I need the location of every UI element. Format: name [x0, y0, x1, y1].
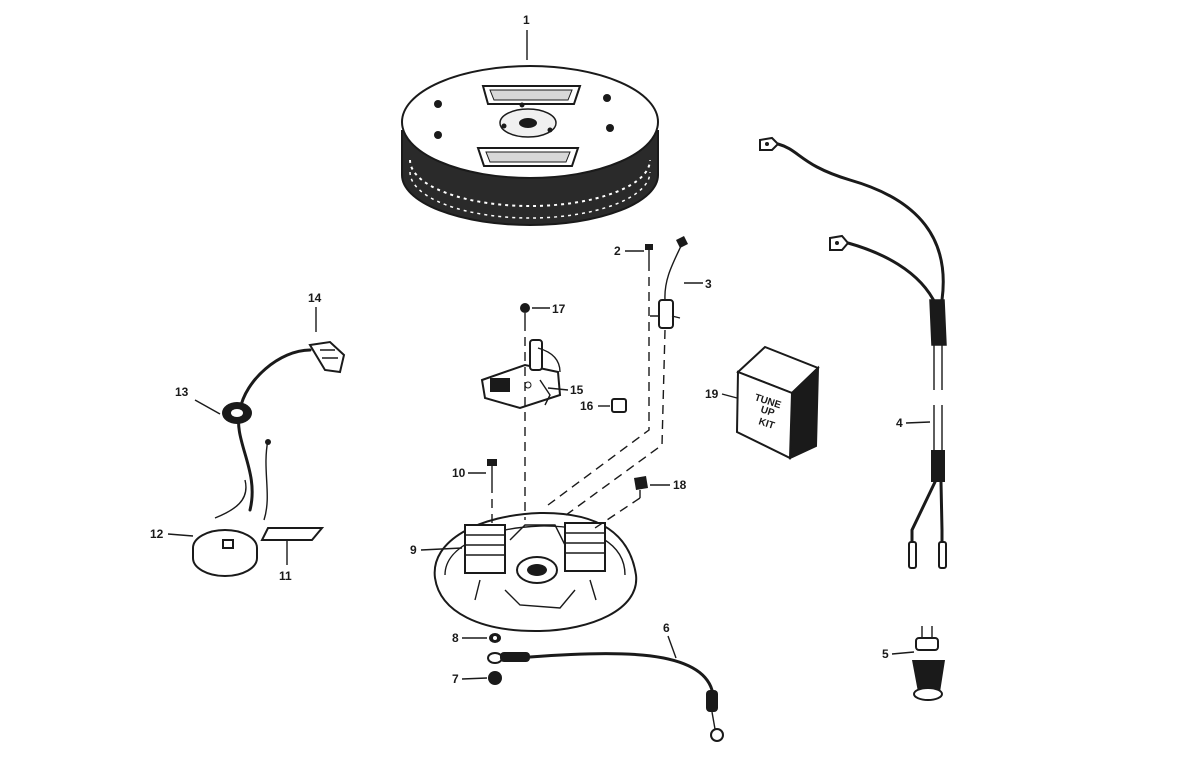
washer-8	[489, 633, 501, 643]
callout-8: 8	[452, 631, 459, 645]
high-tension-lead	[237, 348, 312, 521]
cam-16	[611, 398, 627, 413]
leader-lines	[167, 30, 931, 680]
condenser	[650, 236, 688, 329]
callout-12: 12	[150, 527, 164, 541]
kit-label-line2: UP	[759, 404, 776, 419]
ground-lead	[500, 652, 724, 742]
callout-15: 15	[570, 383, 584, 397]
callout-7: 7	[452, 672, 459, 686]
breaker-points	[480, 339, 562, 410]
switch-5	[912, 626, 945, 701]
callout-numbers: 1 2 3 17 15 16 19 4 5 6 7 8 9 10 18 11 1…	[150, 13, 903, 686]
callout-11: 11	[279, 569, 292, 583]
callout-1: 1	[523, 13, 530, 27]
callout-6: 6	[663, 621, 670, 635]
callout-10: 10	[452, 466, 466, 480]
assembly-lines	[491, 262, 666, 531]
ignition-coil	[192, 479, 258, 577]
callout-14: 14	[308, 291, 322, 305]
callout-16: 16	[580, 399, 594, 413]
felt-wick-18	[634, 476, 648, 498]
callout-18: 18	[673, 478, 687, 492]
callout-13: 13	[175, 385, 189, 399]
screw-10	[487, 459, 497, 484]
kit-label-line3: KIT	[757, 416, 776, 431]
callout-17: 17	[552, 302, 566, 316]
washer-7	[487, 652, 503, 685]
screw-2	[645, 244, 653, 262]
spark-plug-boot	[308, 340, 346, 374]
callout-5: 5	[882, 647, 889, 661]
callout-2: 2	[614, 244, 621, 258]
stator-plate	[433, 511, 638, 633]
tune-up-kit-box: TUNE UP KIT	[735, 345, 820, 460]
flywheel	[401, 65, 659, 226]
key-11	[260, 527, 325, 541]
callout-3: 3	[705, 277, 712, 291]
grommet-13	[222, 402, 252, 424]
wiring-harness	[759, 136, 947, 569]
callout-19: 19	[705, 387, 719, 401]
screw-17	[520, 303, 530, 322]
callout-9: 9	[410, 543, 417, 557]
callout-4: 4	[896, 416, 903, 430]
